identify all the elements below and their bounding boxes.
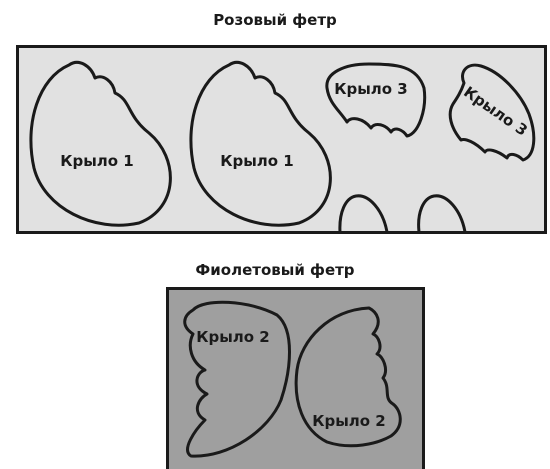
pink-felt-pattern: Крыло 1 Крыло 1 Крыло 3 Крыло 3 bbox=[29, 60, 536, 231]
wing-3-shape-rotated bbox=[448, 63, 536, 162]
pink-felt-panel: Крыло 1 Крыло 1 Крыло 3 Крыло 3 bbox=[16, 45, 547, 234]
wing-1-shape-left bbox=[29, 60, 172, 227]
wing-2-label-right: Крыло 2 bbox=[312, 412, 386, 430]
pink-felt-title: Розовый фетр bbox=[213, 11, 337, 29]
foot-shape-right bbox=[417, 194, 467, 231]
wing-3-shape-upright bbox=[325, 62, 427, 138]
wing-3-label-rotated: Крыло 3 bbox=[460, 83, 531, 140]
violet-felt-panel: Крыло 2 Крыло 2 bbox=[166, 287, 425, 469]
foot-shape-left bbox=[338, 194, 389, 231]
wing-1-label-right: Крыло 1 bbox=[220, 152, 294, 170]
wing-2-shape-left bbox=[183, 300, 291, 458]
wing-2-shape-right bbox=[294, 306, 402, 448]
wing-1-shape-right bbox=[189, 60, 332, 227]
violet-felt-title: Фиолетовый фетр bbox=[195, 261, 355, 279]
violet-felt-pattern: Крыло 2 Крыло 2 bbox=[183, 300, 402, 458]
wing-1-label-left: Крыло 1 bbox=[60, 152, 134, 170]
wing-2-label-left: Крыло 2 bbox=[196, 328, 270, 346]
wing-3-label-upright: Крыло 3 bbox=[334, 80, 408, 98]
